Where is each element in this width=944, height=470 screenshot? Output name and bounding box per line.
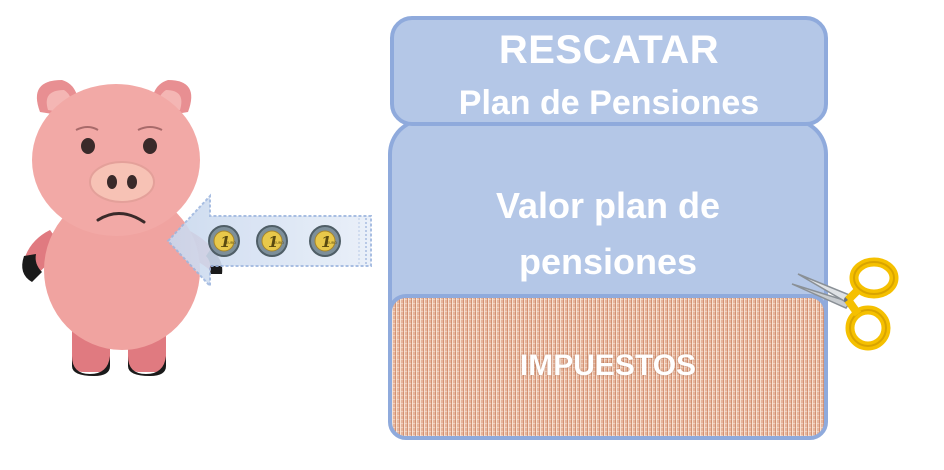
- taxes-box: IMPUESTOS: [388, 294, 828, 440]
- left-arrow-icon: 1 EURO 1 EURO 1 EURO: [166, 193, 372, 289]
- coin-icon: 1 EURO: [208, 225, 240, 257]
- coin-icon: 1 EURO: [256, 225, 288, 257]
- plan-value-line2: pensiones: [518, 241, 698, 282]
- coin-unit: EURO: [327, 241, 337, 245]
- plan-value-box: Valor plan de pensiones: [388, 118, 828, 324]
- plan-value-line1: Valor plan de: [495, 185, 721, 226]
- header-box: RESCATAR Plan de Pensiones: [390, 16, 828, 126]
- coin-unit: EURO: [226, 241, 236, 245]
- taxes-label: IMPUESTOS: [519, 349, 697, 382]
- coin-value: 1: [321, 233, 331, 251]
- coin-value: 1: [268, 233, 278, 251]
- coin-value: 1: [220, 233, 230, 251]
- header-subtitle: Plan de Pensiones: [458, 84, 760, 122]
- scissors-icon: [791, 257, 899, 351]
- coin-unit: EURO: [274, 241, 284, 245]
- coin-icon: 1 EURO: [309, 225, 341, 257]
- plan-value-label: Valor plan de pensiones: [392, 178, 824, 290]
- header-title: RESCATAR: [498, 28, 720, 72]
